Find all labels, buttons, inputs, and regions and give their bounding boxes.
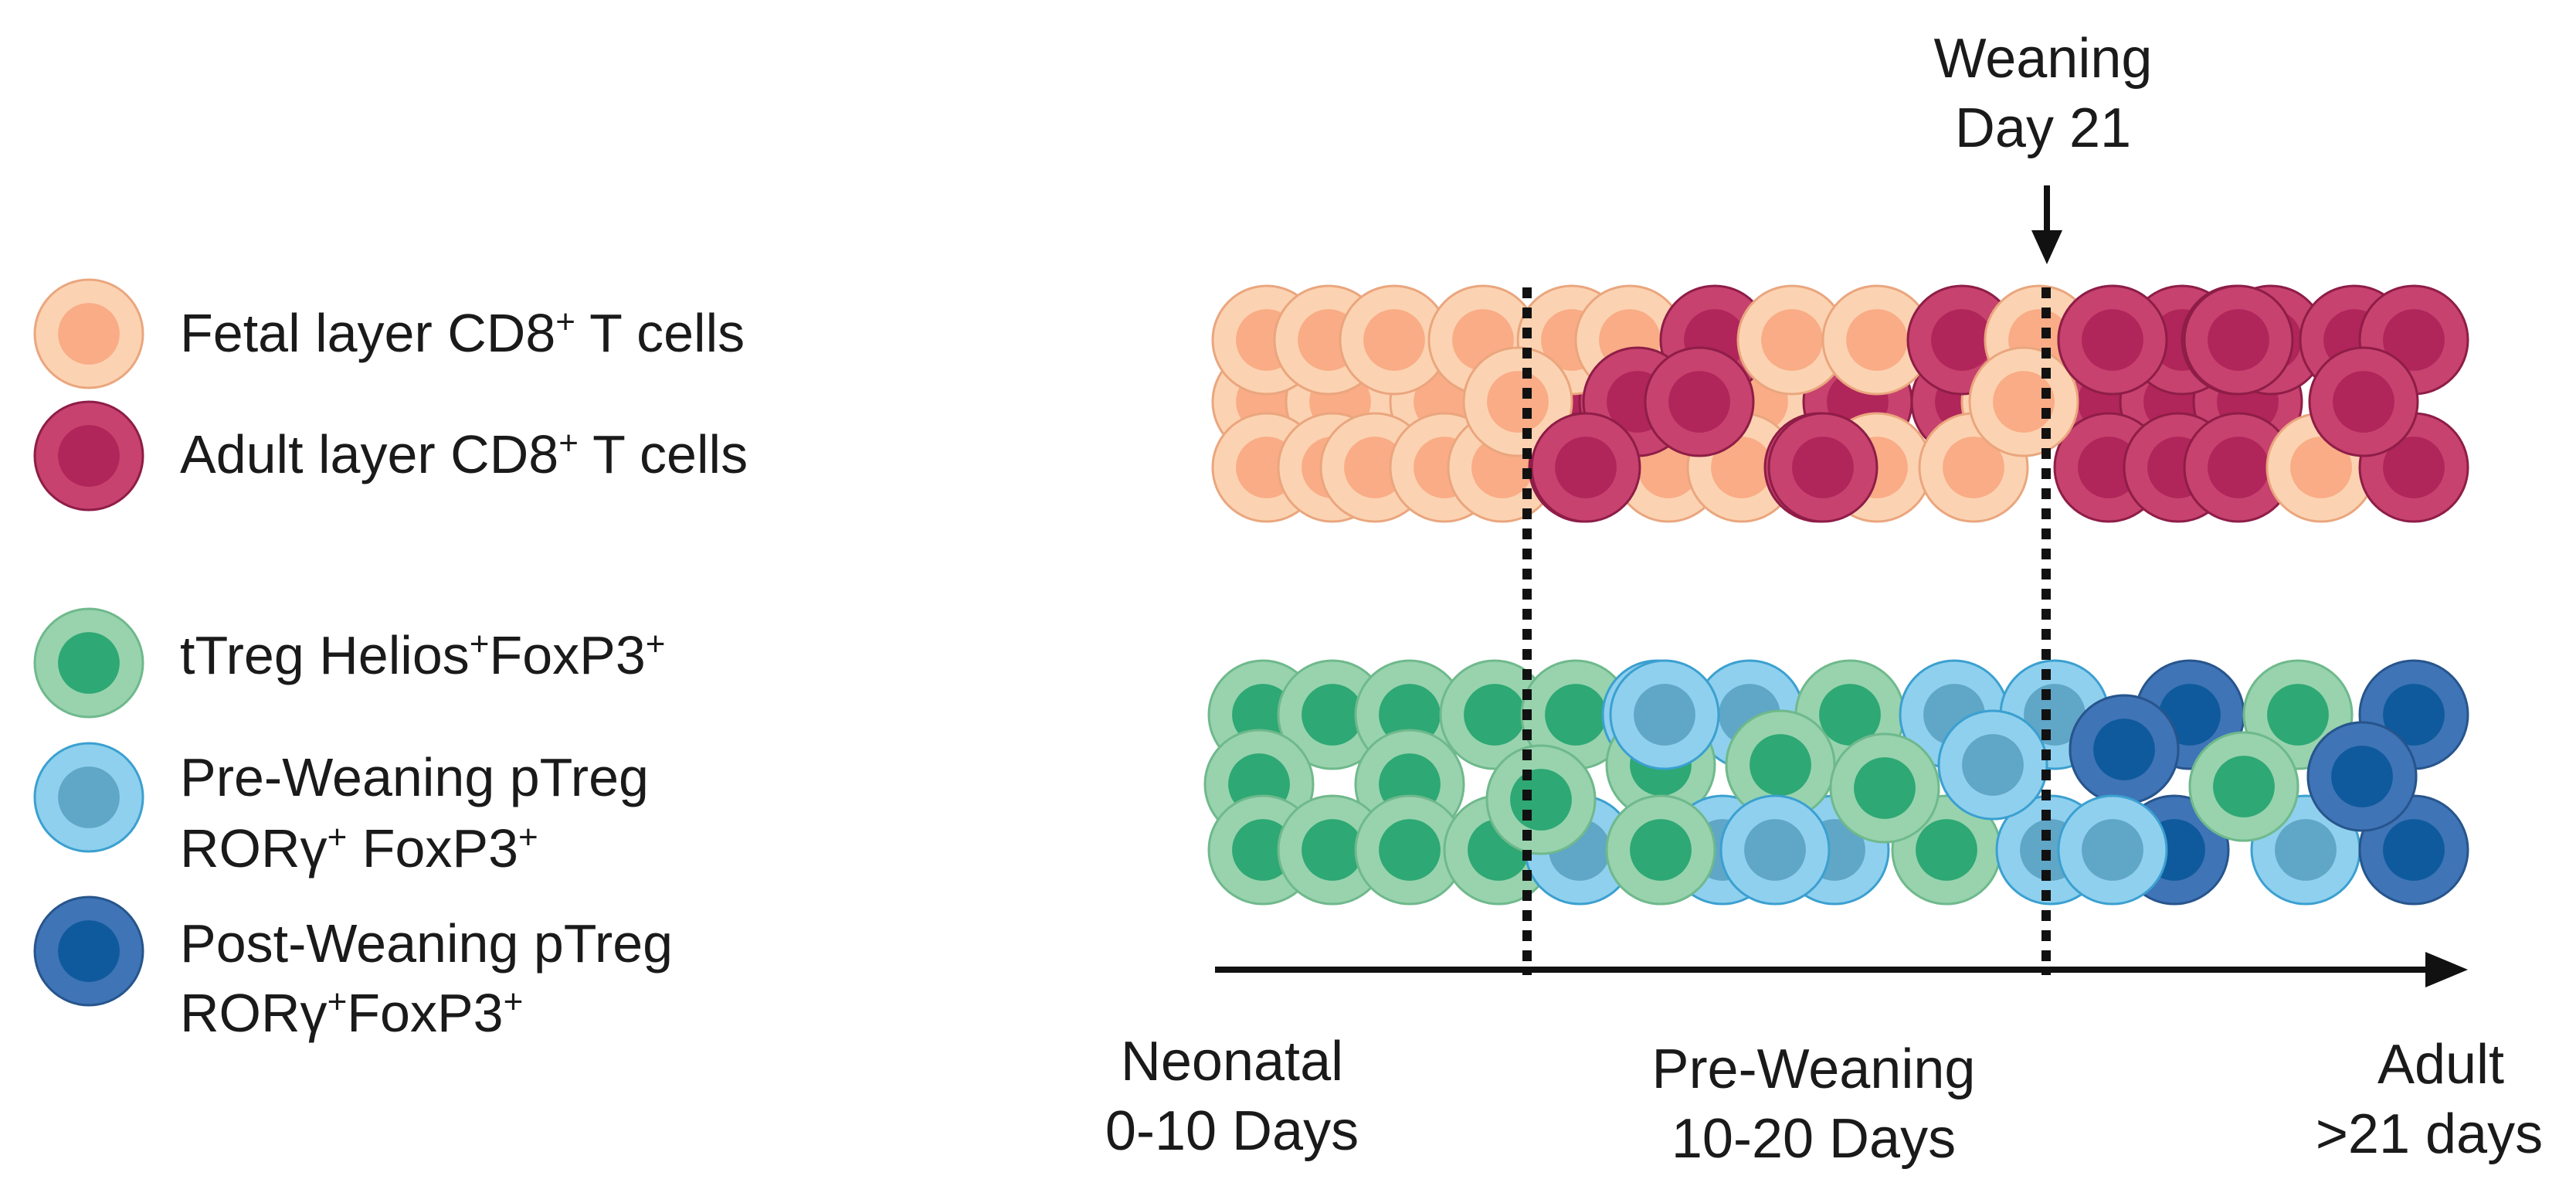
adult-cell-icon <box>2183 284 2294 396</box>
timeline-axis <box>1215 952 2468 987</box>
adult-cell-icon <box>33 400 144 511</box>
pre-weaning-label-line1: Pre-Weaning <box>1652 1038 1976 1100</box>
post-cell-icon <box>33 895 144 1007</box>
post-cell-icon <box>2069 694 2180 805</box>
pre-cell-icon <box>1719 794 1831 906</box>
weaning-label-line2: Day 21 <box>1955 97 2131 159</box>
weaning-arrow-icon <box>2031 185 2062 264</box>
pre-cell-icon <box>2057 794 2168 906</box>
ttreg-cell-icon <box>1725 709 1836 821</box>
adult-label-line1: Adult <box>2377 1034 2504 1096</box>
adult-cell-icon <box>2057 284 2168 396</box>
adult-cell-icon <box>1767 412 1879 523</box>
legend-label-fetal-line1: Fetal layer CD8+ T cells <box>180 303 745 364</box>
adult-cell-icon <box>2183 412 2294 523</box>
ttreg-cell-icon <box>1277 659 1388 770</box>
ttreg-cell-icon <box>1439 659 1550 770</box>
legend-label-post-line2: RORγ+FoxP3+ <box>180 983 523 1044</box>
pre-cell-icon <box>1937 709 2048 821</box>
adult-label-line2: >21 days <box>2316 1103 2543 1165</box>
fetal-cell-icon <box>1968 346 2079 457</box>
treg-cell-cluster <box>1203 659 2469 906</box>
ttreg-cell-icon <box>1605 794 1716 906</box>
weaning-label-line1: Weaning <box>1934 28 2153 90</box>
neonatal-label-line2: 0-10 Days <box>1105 1100 1359 1162</box>
pre-weaning-label-line2: 10-20 Days <box>1672 1108 1956 1170</box>
timeline-arrowhead-icon <box>2425 952 2468 987</box>
cd8-cell-cluster <box>1211 284 2469 523</box>
legend-label-post-line1: Post-Weaning pTreg <box>180 913 673 974</box>
adult-cell-icon <box>1530 412 1641 523</box>
adult-cell-icon <box>2308 346 2419 457</box>
neonatal-label-line1: Neonatal <box>1121 1031 1343 1093</box>
legend-label-adult-line1: Adult layer CD8+ T cells <box>180 424 748 485</box>
legend-label-pre-line1: Pre-Weaning pTreg <box>180 747 649 807</box>
fetal-cell-icon <box>1821 284 1933 396</box>
legend-label-ttreg-line1: tTreg Helios+FoxP3+ <box>180 625 665 686</box>
adult-cell-icon <box>1644 346 1755 457</box>
post-cell-icon <box>2306 721 2418 832</box>
ttreg-cell-icon <box>1829 732 1940 844</box>
fetal-cell-icon <box>1339 284 1450 396</box>
ttreg-cell-icon <box>1354 794 1465 906</box>
fetal-cell-icon <box>1736 284 1848 396</box>
ttreg-cell-icon <box>2188 731 2299 842</box>
ttreg-cell-icon <box>1520 659 1631 770</box>
fetal-cell-icon <box>1462 346 1573 457</box>
fetal-cell-icon <box>33 278 144 389</box>
ttreg-cell-icon <box>33 607 144 719</box>
pre-cell-icon <box>33 742 144 853</box>
pre-cell-icon <box>1609 659 1720 770</box>
ttreg-cell-icon <box>1485 744 1597 855</box>
legend-label-pre-line2: RORγ+ FoxP3+ <box>180 818 538 879</box>
